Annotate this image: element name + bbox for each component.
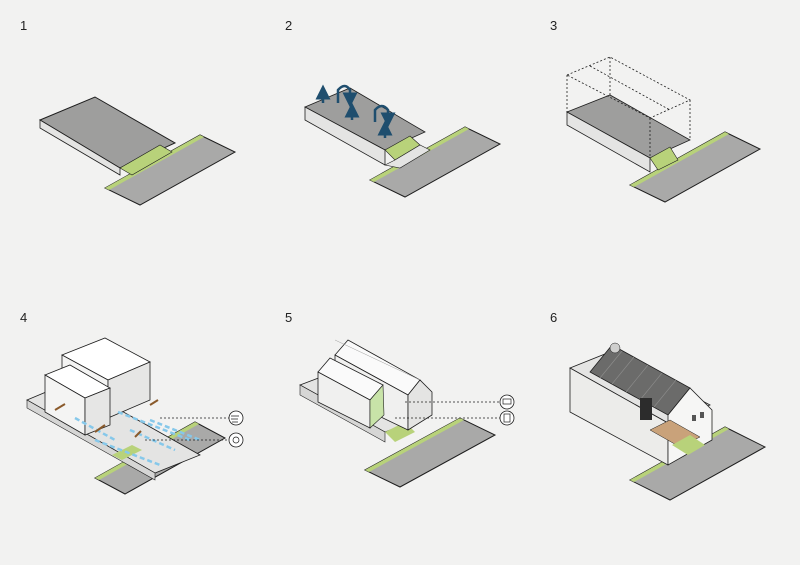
site-side-left xyxy=(39,119,121,176)
building-envelope-outline xyxy=(566,56,691,158)
site-side-left xyxy=(566,111,651,173)
green-gable xyxy=(369,384,385,429)
sun-direction-arrows xyxy=(54,399,159,438)
solar-panel-icon xyxy=(499,394,515,410)
grass-slope xyxy=(649,146,679,171)
step-number-1: 1 xyxy=(20,18,28,33)
water-tank-icon xyxy=(499,410,515,426)
step-number-3: 3 xyxy=(550,18,558,33)
grass-slope xyxy=(119,144,173,176)
step-number-6: 6 xyxy=(550,310,558,325)
wind-icon xyxy=(228,410,244,426)
step-number-5: 5 xyxy=(285,310,293,325)
step-number-4: 4 xyxy=(20,310,28,325)
step-number-2: 2 xyxy=(285,18,293,33)
step-1-site-diagram xyxy=(38,96,237,206)
step-2-site-diagram xyxy=(304,84,502,198)
road xyxy=(628,131,762,203)
grass-patch xyxy=(672,435,705,455)
house-door xyxy=(640,398,652,420)
road-grass-edge xyxy=(105,135,204,190)
step-4-site-diagram xyxy=(26,337,244,495)
stacked-arrows-icon xyxy=(315,84,396,138)
step-6-house-render xyxy=(569,342,767,501)
step-5-site-diagram xyxy=(299,339,515,488)
sun-icon xyxy=(228,432,244,448)
step-3-site-diagram xyxy=(566,56,762,203)
